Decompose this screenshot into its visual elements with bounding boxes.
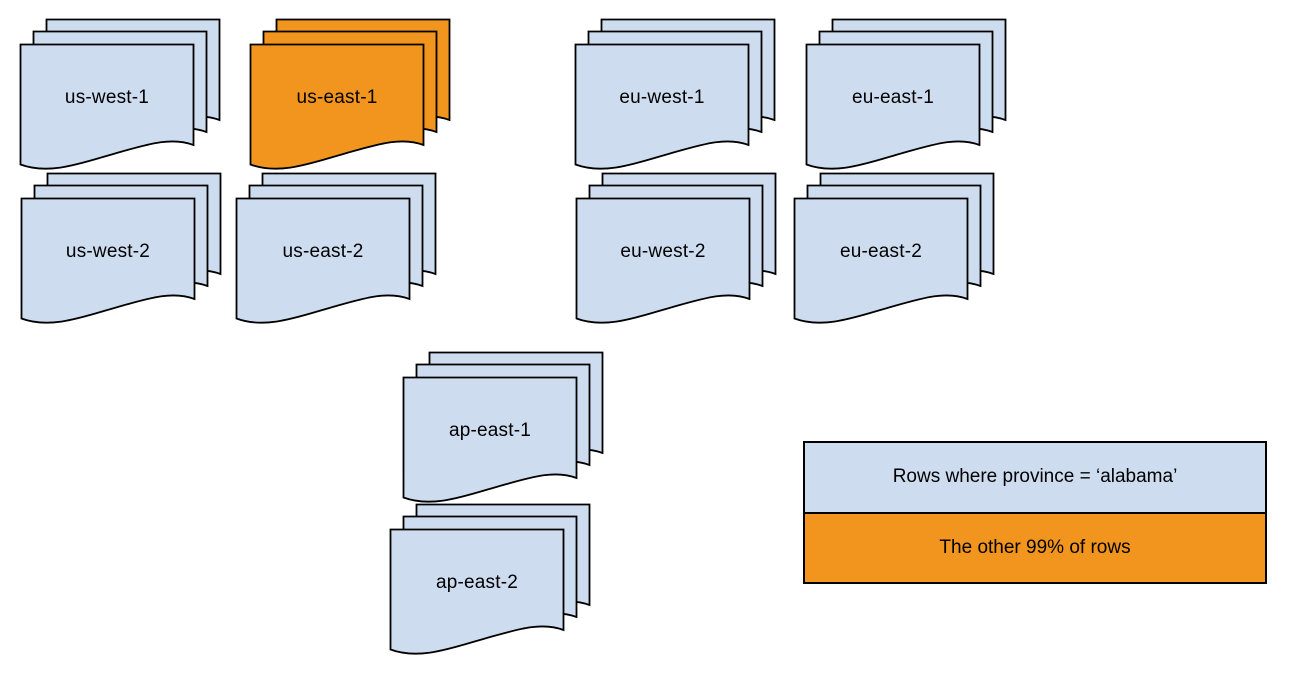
- legend-row-alabama: Rows where province = ‘alabama’: [805, 443, 1265, 514]
- document-sheet-front-icon: [402, 376, 578, 503]
- region-label-eu-west-1: eu-west-1: [619, 86, 705, 108]
- region-stack-us-east-1: us-east-1: [249, 18, 451, 173]
- region-label-eu-east-1: eu-east-1: [851, 86, 935, 108]
- document-sheet-front-icon: [20, 197, 196, 324]
- legend-row-other-rows: The other 99% of rows: [805, 513, 1265, 582]
- document-sheet-front-icon: [19, 43, 195, 170]
- region-label-eu-east-2: eu-east-2: [839, 240, 923, 262]
- region-label-ap-east-1: ap-east-1: [448, 419, 532, 441]
- region-stack-us-east-2: us-east-2: [235, 172, 437, 327]
- legend-label-other-rows: The other 99% of rows: [939, 536, 1131, 558]
- region-stack-ap-east-2: ap-east-2: [389, 503, 591, 658]
- document-sheet-front-icon: [574, 43, 750, 170]
- region-stack-ap-east-1: ap-east-1: [402, 351, 604, 506]
- document-sheet-front-icon: [805, 43, 981, 170]
- region-label-eu-west-2: eu-west-2: [620, 240, 706, 262]
- region-label-ap-east-2: ap-east-2: [435, 571, 519, 593]
- region-stack-eu-west-1: eu-west-1: [574, 18, 776, 173]
- document-sheet-front-icon: [389, 528, 565, 655]
- region-stack-us-west-2: us-west-2: [20, 172, 222, 327]
- region-label-us-east-1: us-east-1: [296, 86, 378, 108]
- document-sheet-front-icon: [235, 197, 411, 324]
- document-sheet-front-icon: [575, 197, 751, 324]
- region-stack-us-west-1: us-west-1: [19, 18, 221, 173]
- region-stack-eu-east-2: eu-east-2: [793, 172, 995, 327]
- document-sheet-front-icon: [793, 197, 969, 324]
- document-sheet-front-icon: [249, 43, 425, 170]
- region-stack-eu-east-1: eu-east-1: [805, 18, 1007, 173]
- legend-label-alabama: Rows where province = ‘alabama’: [892, 466, 1178, 488]
- region-label-us-west-1: us-west-1: [64, 86, 150, 108]
- region-stack-eu-west-2: eu-west-2: [575, 172, 777, 327]
- region-label-us-west-2: us-west-2: [65, 240, 151, 262]
- legend: Rows where province = ‘alabama’ The othe…: [803, 441, 1267, 584]
- region-label-us-east-2: us-east-2: [282, 240, 364, 262]
